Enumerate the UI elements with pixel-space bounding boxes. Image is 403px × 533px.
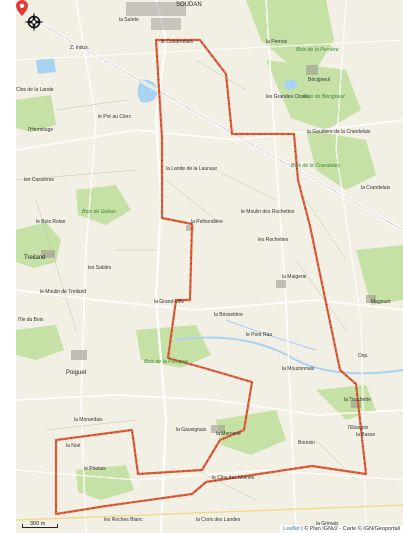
place-label: la Basse (356, 432, 376, 438)
place-label: l'Ile du Bois (18, 317, 44, 323)
place-label: les Rochettes (258, 237, 289, 243)
place-label: Z. indus. (70, 45, 90, 51)
place-label: Boursin (298, 440, 315, 446)
attribution-text: | © Plan IGNv2 - Carte © IGN/Geoportail (301, 526, 400, 532)
place-label: le Pirelais (84, 466, 106, 472)
place-label: l'Ebaupin (348, 425, 369, 431)
place-label: les Roches Blanc (104, 517, 143, 523)
place-label: la Crandelais (361, 185, 391, 191)
place-label: le Bois Rolan (36, 219, 66, 225)
place-label: le Moulin des Rochettes (241, 209, 295, 215)
place-label: la Brissetière (214, 312, 243, 318)
place-label: le Pré au Clerc (98, 114, 132, 120)
place-label: Bois de la Perrière (296, 47, 339, 53)
forest-areas (16, 0, 403, 500)
place-label: Bois de la Poinçais (144, 359, 188, 365)
road-network (16, 0, 403, 533)
place-label: la Saïete (119, 17, 139, 23)
settlement-buildings (41, 2, 376, 433)
place-label: la Croix des Landes (196, 517, 241, 523)
place-label: Oxp. (358, 353, 369, 359)
place-label: la Noé (66, 443, 81, 449)
place-label: Bécigneul (308, 77, 330, 83)
place-label: Clos de la Lande (16, 87, 54, 93)
place-label: la Grimais (316, 521, 339, 527)
place-label: la Pelhondière (191, 219, 223, 225)
place-label: la Gauvignais (176, 427, 207, 433)
place-label: Bois de Bécigneul (303, 94, 345, 100)
place-label: le Clos des Moines (212, 475, 255, 481)
place-label: la Mercerie (216, 431, 241, 437)
place-label: les Grandes Closes (266, 94, 310, 100)
place-label: la Mouzonnais (282, 366, 315, 372)
place-label: Magouet (371, 299, 391, 305)
place-label: les Sablés (88, 265, 112, 271)
water-areas (36, 58, 403, 375)
scale-bar-line (22, 524, 58, 528)
place-label: Poiguet (66, 370, 87, 376)
place-label: la Perrois (266, 39, 288, 45)
place-label: le Coudroniais (161, 39, 193, 45)
place-label: la Touchette (344, 397, 371, 403)
place-label: Treiland (24, 255, 46, 261)
field-boundaries (16, 59, 357, 501)
place-label: la Maigerie (282, 274, 307, 280)
scale-label: 300 m (30, 521, 46, 527)
place-label: le Pont Rau (246, 332, 273, 338)
place-label: la Gaudière de la Crandelais (307, 129, 371, 135)
leaflet-link[interactable]: Leaflet (283, 526, 300, 532)
compass-icon[interactable] (24, 12, 44, 32)
scale-bar: 300 m (22, 521, 58, 532)
town-label: SOUDAN (176, 2, 202, 8)
place-label: l'Hermitage (28, 127, 54, 133)
place-label: Bois de Galian (82, 209, 116, 215)
place-label: la Morandais (74, 417, 103, 423)
map-attribution: Leaflet | © Plan IGNv2 - Carte © IGN/Geo… (280, 525, 403, 533)
place-label: la Grand-Ville (154, 299, 185, 305)
start-marker-icon[interactable] (16, 0, 28, 16)
route-track[interactable] (54, 38, 368, 516)
place-label: la Lande de la Launaur (166, 166, 218, 172)
place-label: le Moulin de Treiland (40, 289, 87, 295)
map-layer (16, 0, 403, 533)
place-label: les Cassières (24, 177, 55, 183)
place-label: Bois de la Crandelais (291, 163, 341, 169)
